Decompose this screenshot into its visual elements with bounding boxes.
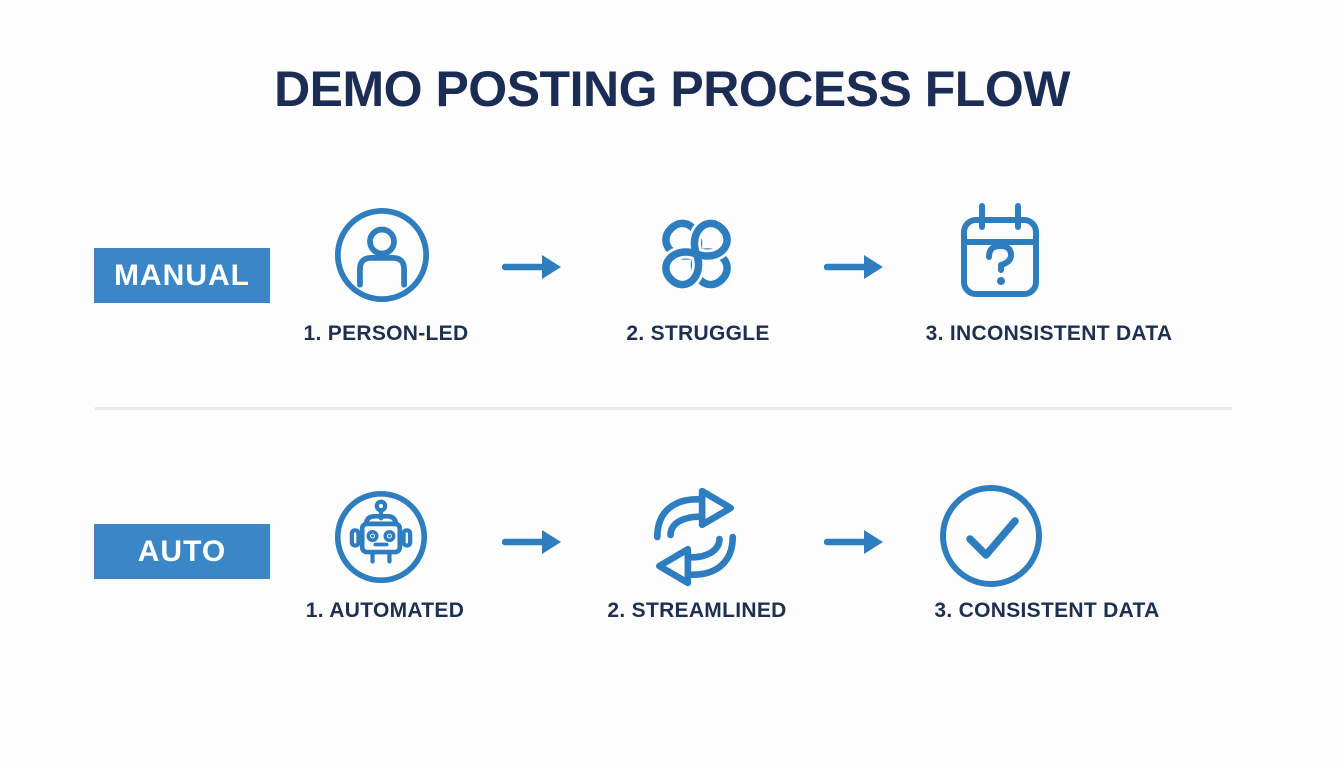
- sync-arrows-icon: [653, 487, 737, 587]
- diagram-title: DEMO POSTING PROCESS FLOW: [274, 61, 1070, 117]
- person-icon: [334, 207, 430, 303]
- check-circle-icon: [940, 485, 1042, 587]
- right-arrow-icon: [502, 530, 561, 554]
- manual-row-badge: MANUAL: [94, 248, 270, 303]
- step-label-consistent-data: 3. CONSISTENT DATA: [934, 599, 1160, 622]
- right-arrow-icon: [824, 255, 883, 279]
- tangled-knot-icon: [646, 204, 747, 304]
- step-label-inconsistent-data: 3. INCONSISTENT DATA: [925, 322, 1173, 345]
- step-label-automated: 1. AUTOMATED: [305, 599, 465, 622]
- step-label-streamlined: 2. STREAMLINED: [607, 599, 787, 622]
- right-arrow-icon: [824, 530, 883, 554]
- step-label-struggle: 2. STRUGGLE: [626, 322, 770, 345]
- auto-row-badge: AUTO: [94, 524, 270, 579]
- calendar-question-icon: [961, 203, 1039, 297]
- robot-icon: [334, 490, 428, 584]
- right-arrow-icon: [502, 255, 561, 279]
- step-label-person-led: 1. PERSON-LED: [303, 322, 469, 345]
- row-divider: [95, 407, 1232, 410]
